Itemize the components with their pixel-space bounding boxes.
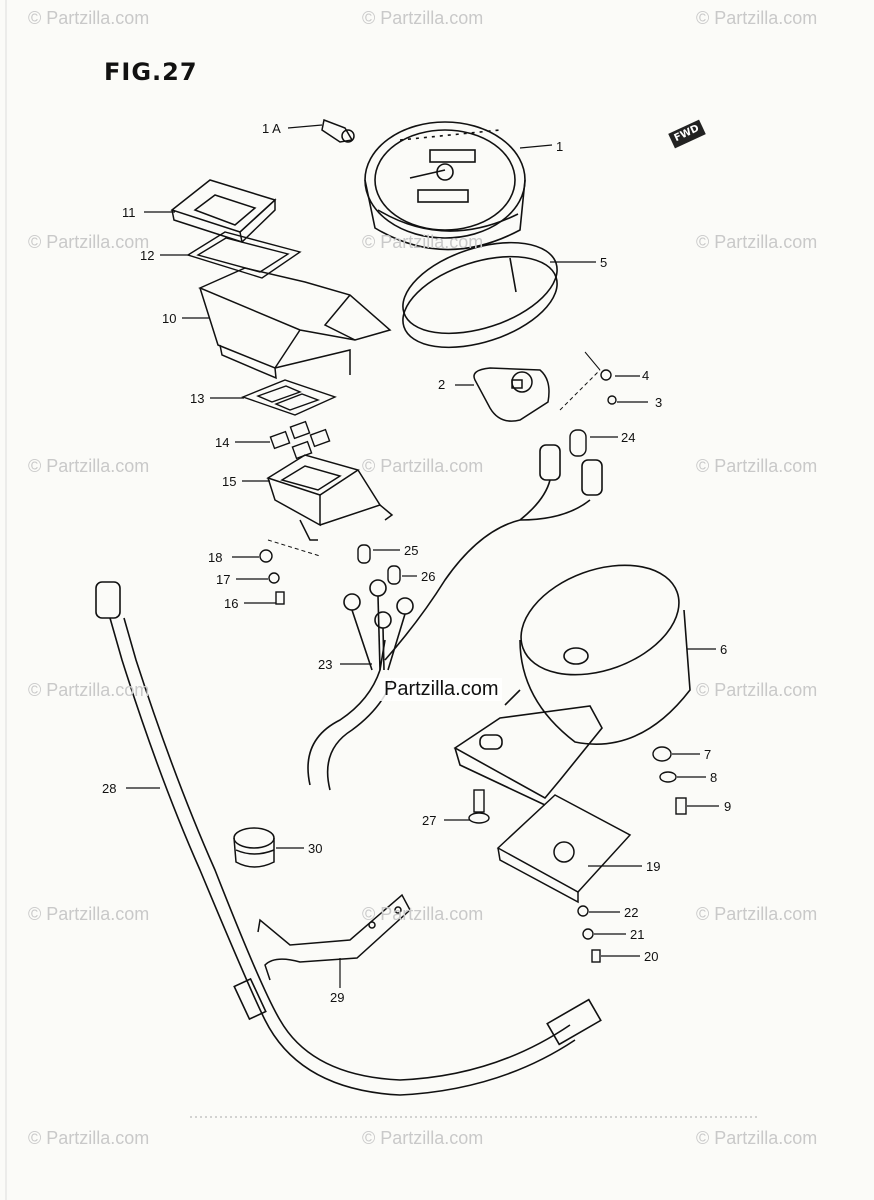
figure-title: FIG.27: [104, 58, 198, 86]
callout-19[interactable]: 19: [646, 859, 660, 874]
callout-6[interactable]: 6: [720, 642, 727, 657]
callout-8[interactable]: 8: [710, 770, 717, 785]
watermark: © Partzilla.com: [696, 456, 818, 476]
callout-5[interactable]: 5: [600, 255, 607, 270]
callout-10[interactable]: 10: [162, 311, 176, 326]
callout-18[interactable]: 18: [208, 550, 222, 565]
callout-12[interactable]: 12: [140, 248, 154, 263]
callout-7[interactable]: 7: [704, 747, 711, 762]
callout-2[interactable]: 2: [438, 377, 445, 392]
indicator-housing[interactable]: [198, 267, 392, 380]
speedometer-cable[interactable]: [95, 581, 602, 1096]
center-watermark: Partzilla.com: [380, 678, 503, 701]
callout-29[interactable]: 29: [330, 990, 344, 1005]
indicator-socket-case[interactable]: [266, 454, 394, 541]
watermark: © Partzilla.com: [362, 456, 484, 476]
screw-16[interactable]: [275, 591, 285, 605]
watermark: © Partzilla.com: [362, 904, 484, 924]
callout-27[interactable]: 27: [422, 813, 436, 828]
callout-4[interactable]: 4: [642, 368, 649, 383]
speedometer[interactable]: [364, 121, 526, 251]
screw-20[interactable]: [591, 949, 601, 963]
grommet-30[interactable]: [233, 827, 275, 868]
nut-18[interactable]: [259, 549, 273, 563]
callouts: 1 A 1 2 3 4 5 6 7 8 9 10 11 12 13 14 15 …: [102, 121, 731, 1005]
callout-1[interactable]: 1: [556, 139, 563, 154]
callout-3[interactable]: 3: [655, 395, 662, 410]
watermark: © Partzilla.com: [696, 232, 818, 252]
indicator-gasket[interactable]: [186, 231, 302, 279]
washer-17[interactable]: [268, 572, 280, 584]
callout-20[interactable]: 20: [644, 949, 658, 964]
callout-23[interactable]: 23: [318, 657, 332, 672]
screw-9[interactable]: [675, 797, 687, 815]
watermark: © Partzilla.com: [28, 1128, 150, 1148]
grommet-7[interactable]: [652, 746, 672, 762]
bulb-25[interactable]: [357, 544, 371, 564]
washer-8[interactable]: [659, 771, 677, 783]
callout-21[interactable]: 21: [630, 927, 644, 942]
meter-case[interactable]: [453, 545, 694, 806]
callout-24[interactable]: 24: [621, 430, 635, 445]
screw-3[interactable]: [607, 395, 617, 405]
callout-17[interactable]: 17: [216, 572, 230, 587]
meter-cover[interactable]: [496, 794, 632, 904]
callout-30[interactable]: 30: [308, 841, 322, 856]
gearbox[interactable]: [473, 367, 550, 422]
callout-28[interactable]: 28: [102, 781, 116, 796]
cushion-ring[interactable]: [392, 225, 569, 365]
wiring-harness[interactable]: [307, 444, 603, 791]
watermark: © Partzilla.com: [28, 232, 150, 252]
watermark: © Partzilla.com: [28, 680, 150, 700]
watermark: © Partzilla.com: [696, 1128, 818, 1148]
bulb-26[interactable]: [387, 565, 401, 585]
watermark: © Partzilla.com: [696, 680, 818, 700]
watermark: © Partzilla.com: [362, 8, 484, 28]
nut-4[interactable]: [600, 369, 612, 381]
cable-bracket[interactable]: [257, 893, 411, 981]
callout-14[interactable]: 14: [215, 435, 229, 450]
nut-22[interactable]: [577, 905, 589, 917]
callout-25[interactable]: 25: [404, 543, 418, 558]
watermark: © Partzilla.com: [362, 1128, 484, 1148]
callout-11[interactable]: 11: [122, 205, 136, 220]
watermark: © Partzilla.com: [362, 232, 484, 252]
watermark: © Partzilla.com: [28, 8, 150, 28]
callout-22[interactable]: 22: [624, 905, 638, 920]
bulb-socket-1a[interactable]: [321, 118, 355, 143]
watermark: © Partzilla.com: [696, 8, 818, 28]
watermark: © Partzilla.com: [696, 904, 818, 924]
watermark: © Partzilla.com: [28, 456, 150, 476]
callout-15[interactable]: 15: [222, 474, 236, 489]
indicator-plate[interactable]: [241, 379, 337, 416]
callout-16[interactable]: 16: [224, 596, 238, 611]
indicator-lens[interactable]: [170, 179, 277, 244]
indicator-filters[interactable]: [269, 420, 331, 460]
watermark: © Partzilla.com: [28, 904, 150, 924]
bolt-27[interactable]: [468, 789, 490, 824]
washer-21[interactable]: [582, 928, 594, 940]
callout-1a[interactable]: 1 A: [262, 121, 281, 136]
bulb-24[interactable]: [569, 429, 587, 457]
callout-13[interactable]: 13: [190, 391, 204, 406]
callout-9[interactable]: 9: [724, 799, 731, 814]
callout-26[interactable]: 26: [421, 569, 435, 584]
